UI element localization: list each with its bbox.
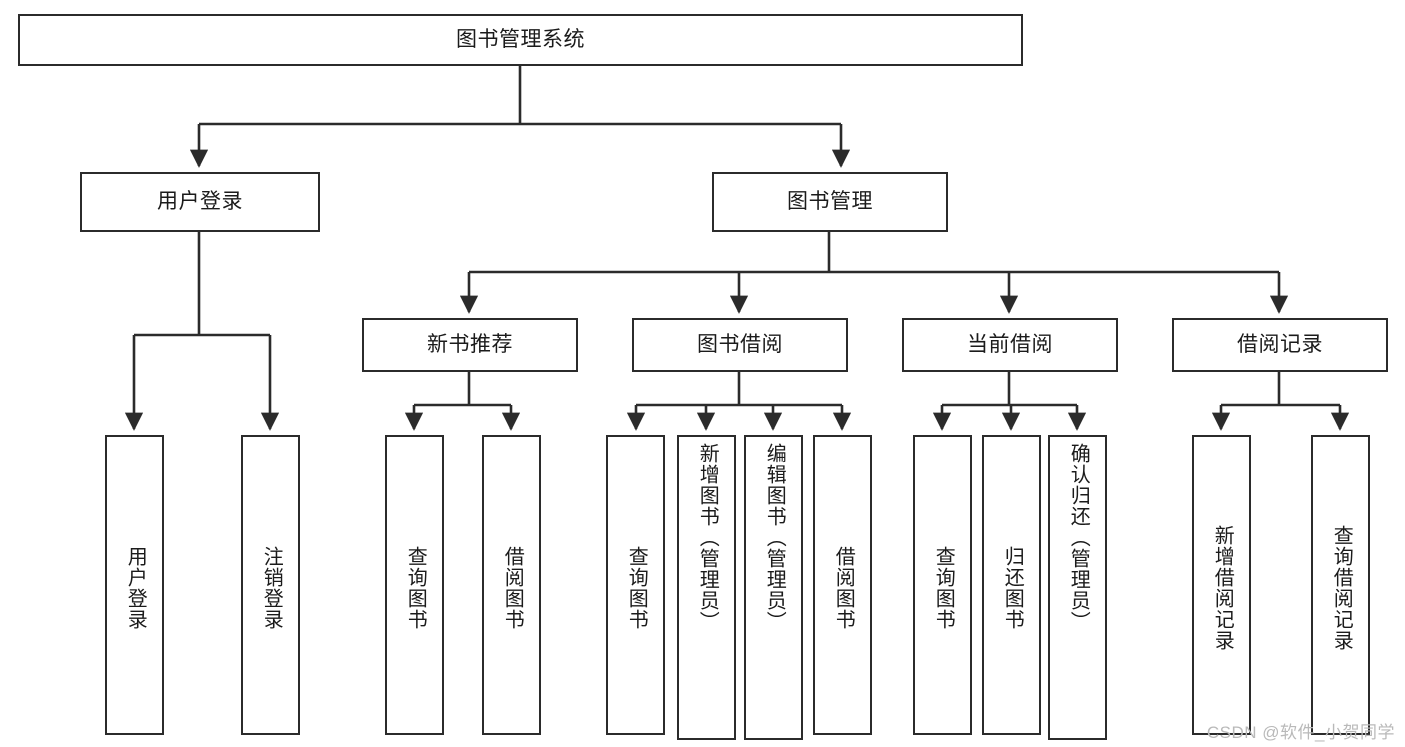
leaf-new-book-query[interactable]: 查询图书 <box>385 435 444 735</box>
leaf-book-borrow-query-label: 查询图书 <box>625 546 648 630</box>
leaf-current-borrow-return[interactable]: 归还图书 <box>982 435 1041 735</box>
leaf-current-borrow-confirm-return[interactable]: 确认归还（管理员） <box>1048 435 1107 740</box>
node-user-login[interactable]: 用户登录 <box>80 172 320 232</box>
leaf-new-book-query-label: 查询图书 <box>404 546 427 630</box>
node-book-management-label: 图书管理 <box>787 189 873 213</box>
node-user-login-label: 用户登录 <box>157 189 243 213</box>
node-book-borrow-label: 图书借阅 <box>697 332 783 356</box>
node-root-system-label: 图书管理系统 <box>456 27 585 51</box>
csdn-watermark: CSDN @软件_小贺同学 <box>1206 723 1395 742</box>
node-new-book-recommend[interactable]: 新书推荐 <box>362 318 578 372</box>
node-borrow-record-label: 借阅记录 <box>1237 332 1323 356</box>
leaf-book-borrow-borrow-label: 借阅图书 <box>832 546 855 630</box>
leaf-book-borrow-add-label: 新增图书（管理员） <box>696 443 719 632</box>
leaf-book-borrow-add[interactable]: 新增图书（管理员） <box>677 435 736 740</box>
leaf-current-borrow-confirm-return-label: 确认归还（管理员） <box>1067 443 1090 632</box>
node-current-borrow[interactable]: 当前借阅 <box>902 318 1118 372</box>
leaf-book-borrow-borrow[interactable]: 借阅图书 <box>813 435 872 735</box>
node-root-system[interactable]: 图书管理系统 <box>18 14 1023 66</box>
leaf-user-login-login-label: 用户登录 <box>124 546 147 630</box>
node-book-borrow[interactable]: 图书借阅 <box>632 318 848 372</box>
leaf-borrow-record-query-label: 查询借阅记录 <box>1330 525 1353 651</box>
leaf-book-borrow-query[interactable]: 查询图书 <box>606 435 665 735</box>
node-current-borrow-label: 当前借阅 <box>967 332 1053 356</box>
leaf-borrow-record-query[interactable]: 查询借阅记录 <box>1311 435 1370 735</box>
leaf-user-login-login[interactable]: 用户登录 <box>105 435 164 735</box>
leaf-current-borrow-query-label: 查询图书 <box>932 546 955 630</box>
leaf-user-login-logout-label: 注销登录 <box>260 546 283 630</box>
leaf-current-borrow-query[interactable]: 查询图书 <box>913 435 972 735</box>
leaf-user-login-logout[interactable]: 注销登录 <box>241 435 300 735</box>
leaf-current-borrow-return-label: 归还图书 <box>1001 546 1024 630</box>
leaf-borrow-record-add[interactable]: 新增借阅记录 <box>1192 435 1251 735</box>
leaf-book-borrow-edit-label: 编辑图书（管理员） <box>763 443 786 632</box>
leaf-new-book-borrow[interactable]: 借阅图书 <box>482 435 541 735</box>
leaf-borrow-record-add-label: 新增借阅记录 <box>1211 525 1234 651</box>
leaf-book-borrow-edit[interactable]: 编辑图书（管理员） <box>744 435 803 740</box>
node-book-management[interactable]: 图书管理 <box>712 172 948 232</box>
leaf-new-book-borrow-label: 借阅图书 <box>501 546 524 630</box>
node-new-book-recommend-label: 新书推荐 <box>427 332 513 356</box>
node-borrow-record[interactable]: 借阅记录 <box>1172 318 1388 372</box>
